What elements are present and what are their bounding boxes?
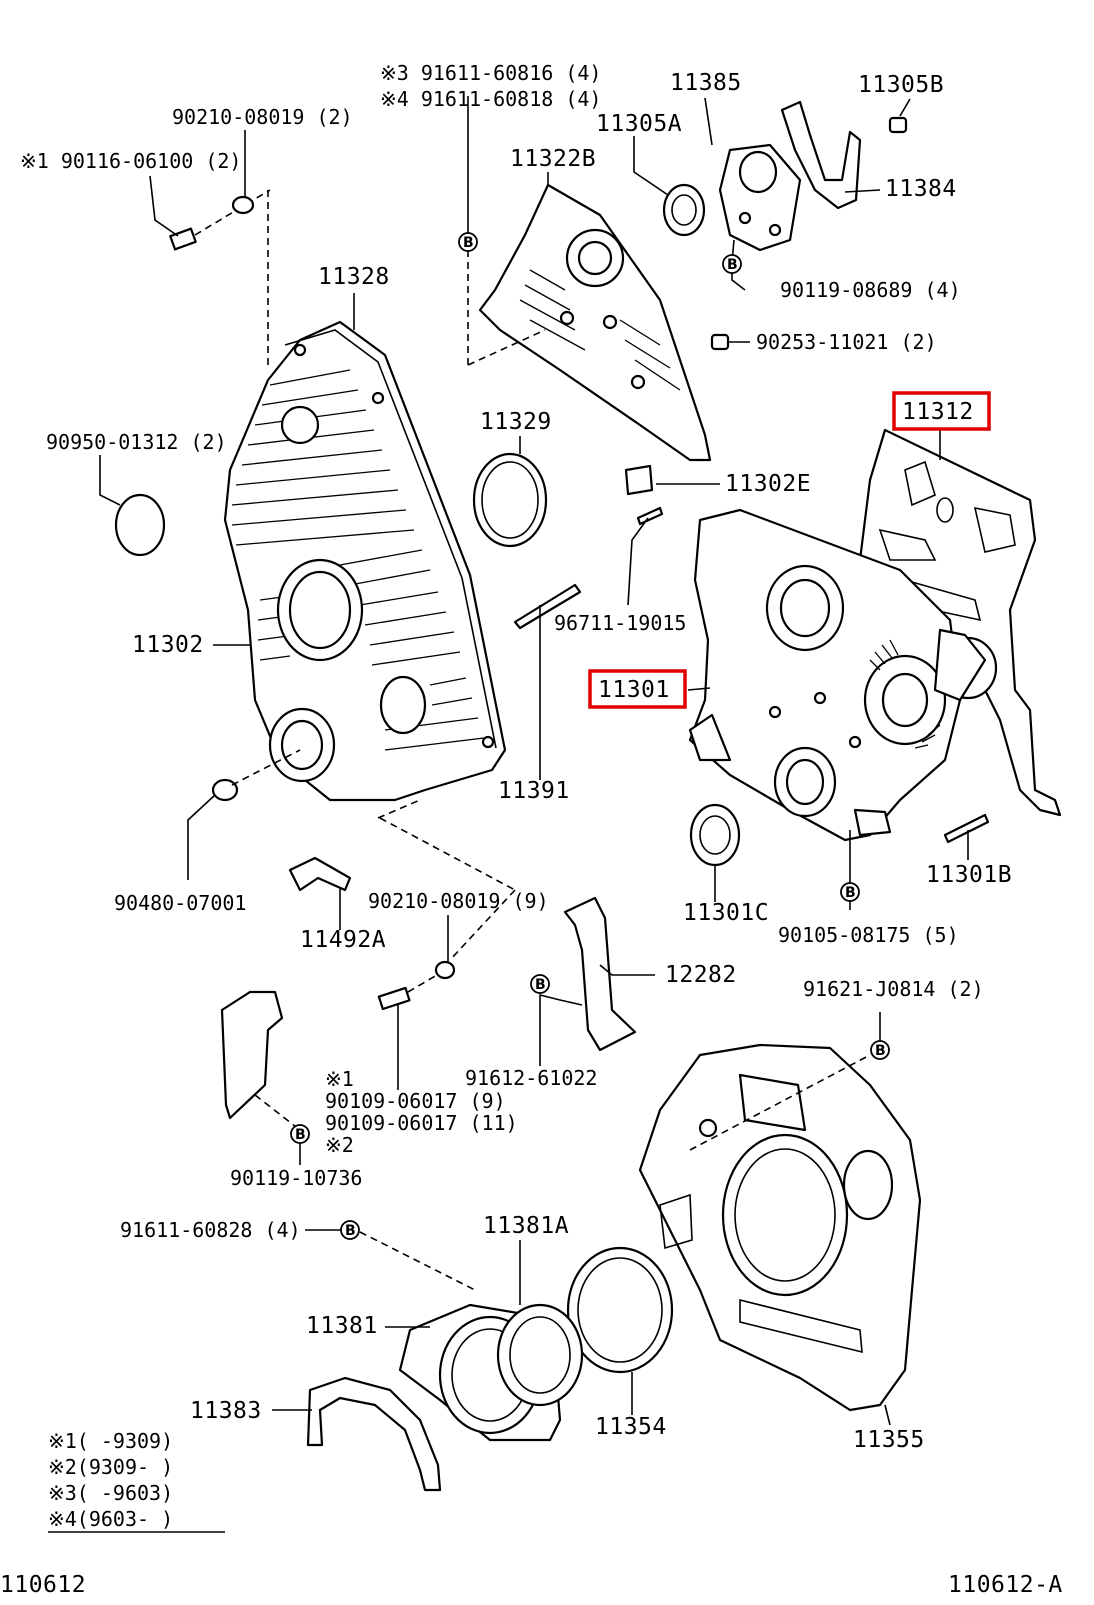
plug-90253 <box>710 333 730 351</box>
label-90480-07001: 90480-07001 <box>114 891 246 915</box>
label-90253-11021: 90253-11021 (2) <box>756 330 937 354</box>
bolt-markers: B B B B B B B <box>290 232 890 1240</box>
svg-text:B: B <box>463 235 474 251</box>
label-90950-01312: 90950-01312 (2) <box>46 430 227 454</box>
label-11301c: 11301C <box>683 900 769 926</box>
rear-cover-11322b <box>478 183 712 462</box>
highlight-11301 <box>588 669 687 709</box>
bolt-marker-3 <box>840 882 860 902</box>
label-90210-08019-top: 90210-08019 (2) <box>172 105 353 129</box>
bolt-marker-5 <box>870 1040 890 1060</box>
case-fins <box>869 639 941 749</box>
label-note-1: ※1 <box>325 1067 354 1091</box>
highlight-11312 <box>892 391 991 431</box>
bolt-marker-2 <box>722 254 742 274</box>
oil-seal-11305a <box>662 183 706 237</box>
part-labels: ※3 91611-60816 (4) ※4 91611-60818 (4) 11… <box>20 61 1012 1453</box>
label-91611-60828: 91611-60828 (4) <box>120 1218 301 1242</box>
bracket-90119 <box>220 990 284 1120</box>
svg-text:B: B <box>295 1127 306 1143</box>
label-11381: 11381 <box>306 1313 378 1339</box>
cover-hatching <box>231 369 485 751</box>
bolt-marker-4 <box>530 974 550 994</box>
timing-case-11301 <box>688 508 998 842</box>
label-90109-06017-11: 90109-06017 (11) <box>325 1111 518 1135</box>
label-90116-06100: ※1 90116-06100 (2) <box>20 149 241 173</box>
gasket-11383 <box>306 1376 442 1492</box>
label-11391: 11391 <box>498 778 570 804</box>
bolt-marker-6 <box>290 1124 310 1144</box>
footer-diagram-code-a: 110612-A <box>948 1572 1063 1598</box>
leader-lines <box>99 96 969 1426</box>
bracket-11492a <box>288 856 352 892</box>
label-90109-06017-9: 90109-06017 (9) <box>325 1089 506 1113</box>
label-11384: 11384 <box>885 176 957 202</box>
bracket-12282 <box>563 896 637 1052</box>
legend-item-3: ※3( -9603) <box>48 1481 173 1505</box>
svg-text:B: B <box>875 1043 886 1059</box>
label-11312: 11312 <box>902 399 974 425</box>
rear-cover-hatching <box>519 269 681 391</box>
label-91612-61022: 91612-61022 <box>465 1066 597 1090</box>
gasket-11384 <box>780 100 862 210</box>
legend-item-2: ※2(9309- ) <box>48 1455 173 1479</box>
label-11385: 11385 <box>670 70 742 96</box>
spacer-90480 <box>211 778 239 802</box>
housing-11385 <box>718 143 802 252</box>
bolt-marker-1 <box>458 232 478 252</box>
label-11302e: 11302E <box>725 471 811 497</box>
legend-item-1: ※1( -9309) <box>48 1429 173 1453</box>
label-11328: 11328 <box>318 264 390 290</box>
svg-text:B: B <box>727 257 738 273</box>
plug-11305b <box>888 116 908 134</box>
end-plate-11355 <box>638 1043 922 1412</box>
label-11354: 11354 <box>595 1414 667 1440</box>
label-note-2: ※2 <box>325 1133 354 1157</box>
label-11492a: 11492A <box>300 927 386 953</box>
label-96711-19015: 96711-19015 <box>554 611 686 635</box>
svg-text:B: B <box>345 1223 356 1239</box>
bolt-marker-7 <box>340 1220 360 1240</box>
label-90119-10736: 90119-10736 <box>230 1166 362 1190</box>
svg-text:B: B <box>535 977 546 993</box>
label-11305b: 11305B <box>858 72 944 98</box>
bolt-90109 <box>377 986 411 1011</box>
label-11301: 11301 <box>598 677 670 703</box>
label-91621-j0814: 91621-J0814 (2) <box>803 977 984 1001</box>
svg-text:B: B <box>845 885 856 901</box>
stud-11301b <box>943 813 990 844</box>
label-11355: 11355 <box>853 1427 925 1453</box>
cap-11302e <box>624 464 654 496</box>
label-90105-08175: 90105-08175 (5) <box>778 923 959 947</box>
footer-diagram-code: 110612 <box>0 1572 86 1598</box>
label-91611-60818: ※4 91611-60818 (4) <box>380 87 601 111</box>
o-ring-11329 <box>472 452 548 548</box>
label-12282: 12282 <box>665 962 737 988</box>
label-91611-60816: ※3 91611-60816 (4) <box>380 61 601 85</box>
retainer-11381a <box>496 1303 584 1407</box>
washer-90210-top <box>231 195 255 215</box>
timing-cover-11302 <box>223 320 507 802</box>
plug-90950 <box>114 493 166 557</box>
label-11305a: 11305A <box>596 111 682 137</box>
label-11301b: 11301B <box>926 862 1012 888</box>
legend: ※1( -9309) ※2(9309- ) ※3( -9603) ※4(9603… <box>48 1429 225 1533</box>
label-11302: 11302 <box>132 632 204 658</box>
oil-seal-11354 <box>566 1246 674 1374</box>
pin-96711 <box>636 506 664 526</box>
oil-level-gauge-11391 <box>513 583 582 630</box>
label-90119-08689: 90119-08689 (4) <box>780 278 961 302</box>
legend-item-4: ※4(9603- ) <box>48 1507 173 1531</box>
label-11329: 11329 <box>480 409 552 435</box>
bolt-90116 <box>169 189 271 251</box>
label-90210-08019-mid: 90210-08019 (9) <box>368 889 549 913</box>
oil-seal-11301c <box>689 803 741 867</box>
washer-90210-mid <box>434 960 456 980</box>
label-11381a: 11381A <box>483 1213 569 1239</box>
label-11322b: 11322B <box>510 146 596 172</box>
label-11383: 11383 <box>190 1398 262 1424</box>
